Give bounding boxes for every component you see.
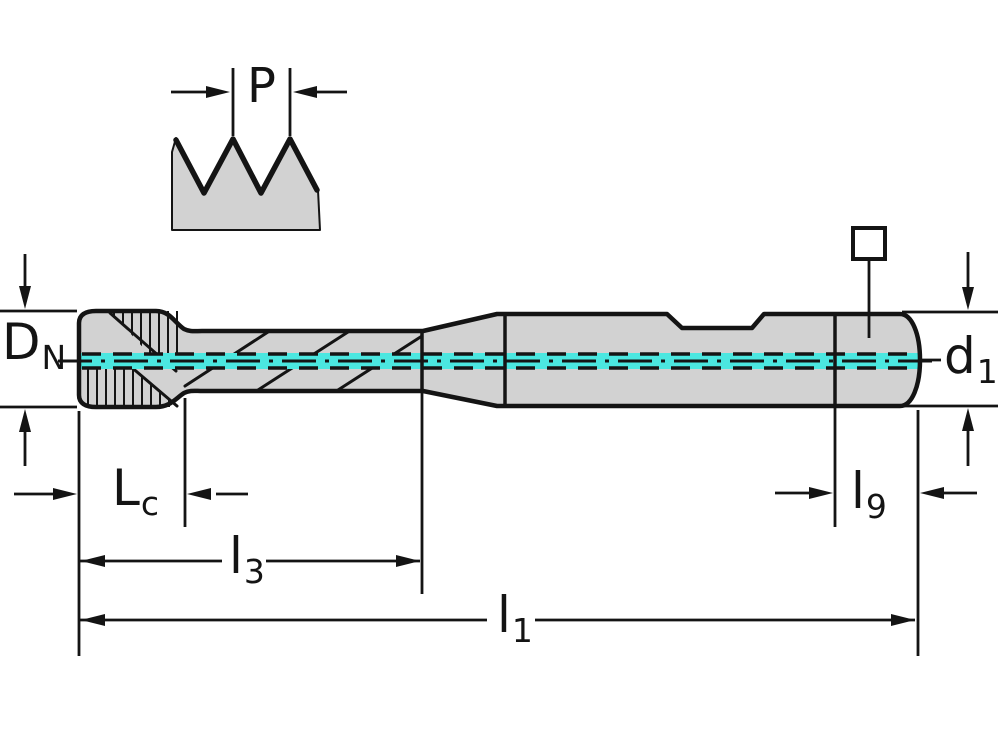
lc-arrow-left-head xyxy=(53,488,77,500)
square-length-label-main: l xyxy=(851,462,865,520)
square-drive-symbol xyxy=(851,226,887,338)
thread-length-label-main: l xyxy=(229,527,243,585)
nominal-diameter-label: DN xyxy=(2,317,66,374)
l1-arrow-left-head xyxy=(81,614,105,626)
dn-arrow-top-head xyxy=(19,286,31,309)
l3-arrow-right-head xyxy=(396,555,420,567)
l1-arrow-right-head xyxy=(891,614,915,626)
thread-length-label: l3 xyxy=(229,531,265,588)
l3-arrow-left-head xyxy=(81,555,105,567)
d1-arrow-top-head xyxy=(962,287,974,310)
overall-length-label-main: l xyxy=(497,586,511,644)
chamfer-length-label: Lc xyxy=(112,463,159,520)
chamfer-length-label-main: L xyxy=(112,459,140,517)
square-length-label-sub: 9 xyxy=(865,487,887,526)
pitch-arrow-left-head xyxy=(206,86,230,98)
pitch-label-main: P xyxy=(247,58,276,114)
overall-length-label: l1 xyxy=(497,590,533,647)
lc-arrow-right-head xyxy=(187,488,211,500)
pitch-arrow-right-head xyxy=(293,86,317,98)
dn-arrow-bottom-head xyxy=(19,409,31,432)
thread-profile-detail xyxy=(171,68,347,231)
d1-arrow-bottom-head xyxy=(962,408,974,431)
nominal-diameter-label-sub: N xyxy=(41,338,67,377)
square-length-label: l9 xyxy=(851,466,887,523)
shank-diameter-label-sub: 1 xyxy=(976,352,998,391)
thread-length-label-sub: 3 xyxy=(243,552,265,591)
l9-arrow-left-head xyxy=(809,487,833,499)
chamfer-length-label-sub: c xyxy=(140,484,160,523)
nominal-diameter-label-main: D xyxy=(2,313,41,371)
tap-body xyxy=(58,308,937,410)
l9-arrow-right-head xyxy=(920,487,944,499)
centerline-highlight xyxy=(79,353,919,369)
dimensions xyxy=(0,252,998,656)
overall-length-label-sub: 1 xyxy=(511,611,533,650)
thread-flute-line-lower xyxy=(128,364,179,408)
square-icon xyxy=(851,226,887,261)
shank-diameter-label: d1 xyxy=(944,331,998,388)
thread-profile-crests xyxy=(173,136,320,196)
shank-diameter-label-main: d xyxy=(944,327,976,385)
pitch-label: P xyxy=(247,62,277,110)
